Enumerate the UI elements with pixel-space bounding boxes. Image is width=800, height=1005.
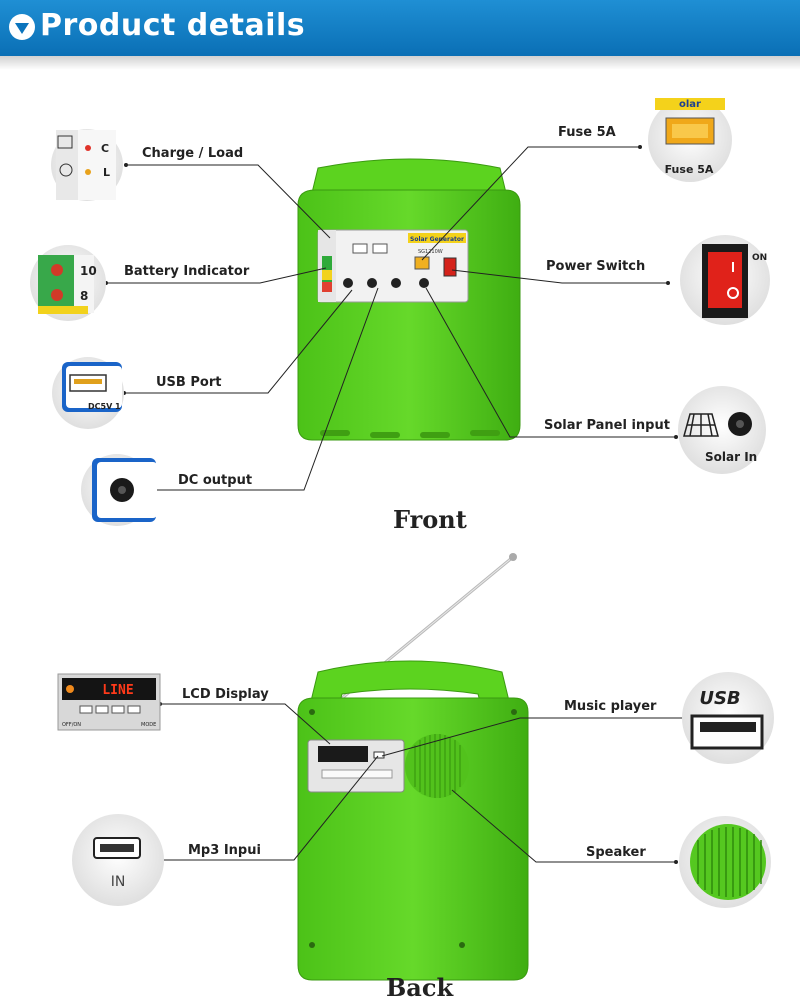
label-lcd-display: LCD Display xyxy=(182,687,269,702)
label-solar-input: Solar Panel input xyxy=(544,418,670,433)
back-callout-lines xyxy=(158,703,686,863)
label-dc-output: DC output xyxy=(178,473,253,488)
svg-text:Solar In: Solar In xyxy=(705,450,757,464)
svg-text:C: C xyxy=(101,142,109,155)
header-shadow xyxy=(0,56,800,70)
front-device: Solar Generator SG1210W xyxy=(297,158,521,441)
front-callout-lines xyxy=(106,146,676,491)
zoom-charge-load: C L xyxy=(51,129,123,201)
zoom-usb-port: DC5V 1 xyxy=(52,357,124,429)
chevron-down-icon xyxy=(9,14,35,40)
back-device xyxy=(297,553,529,981)
label-speaker: Speaker xyxy=(586,845,646,860)
svg-text:8: 8 xyxy=(80,289,88,303)
svg-text:USB: USB xyxy=(699,688,740,709)
zoom-music-player: USB xyxy=(682,672,774,764)
zoom-battery-indicator: 10 8 xyxy=(30,245,106,321)
svg-text:10: 10 xyxy=(80,264,97,278)
svg-text:OFF/ON: OFF/ON xyxy=(62,722,81,728)
label-power-switch: Power Switch xyxy=(546,259,646,274)
model-label: SG1210W xyxy=(418,249,443,255)
svg-text:LINE: LINE xyxy=(102,683,133,698)
label-fuse: Fuse 5A xyxy=(558,125,616,140)
label-battery-indicator: Battery Indicator xyxy=(124,264,250,279)
svg-text:olar: olar xyxy=(679,99,701,110)
svg-text:IN: IN xyxy=(111,874,126,890)
back-section-label: Back xyxy=(386,973,454,1002)
front-section-label: Front xyxy=(393,505,467,534)
label-mp3-input: Mp3 Inpui xyxy=(188,843,261,858)
zoom-lcd-display: LINE OFF/ON MODE xyxy=(57,673,161,731)
label-music-player: Music player xyxy=(564,699,657,714)
header-bar xyxy=(0,0,800,56)
svg-text:ON: ON xyxy=(752,253,767,263)
svg-text:L: L xyxy=(103,166,110,179)
solar-generator-label: Solar Generator xyxy=(410,236,464,243)
label-usb-port: USB Port xyxy=(156,375,222,390)
zoom-speaker xyxy=(679,816,771,908)
label-charge-load: Charge / Load xyxy=(142,146,244,161)
zoom-mp3-input: IN xyxy=(72,814,164,906)
zoom-solar-input: Solar In xyxy=(678,386,766,474)
svg-text:Fuse 5A: Fuse 5A xyxy=(665,163,714,176)
svg-text:MODE: MODE xyxy=(141,722,156,728)
zoom-fuse: olar Fuse 5A xyxy=(648,98,732,182)
svg-text:DC5V 1: DC5V 1 xyxy=(88,402,121,411)
zoom-dc-output xyxy=(81,454,157,526)
page-title: Product details xyxy=(40,8,306,43)
zoom-power-switch: ON xyxy=(680,235,770,325)
